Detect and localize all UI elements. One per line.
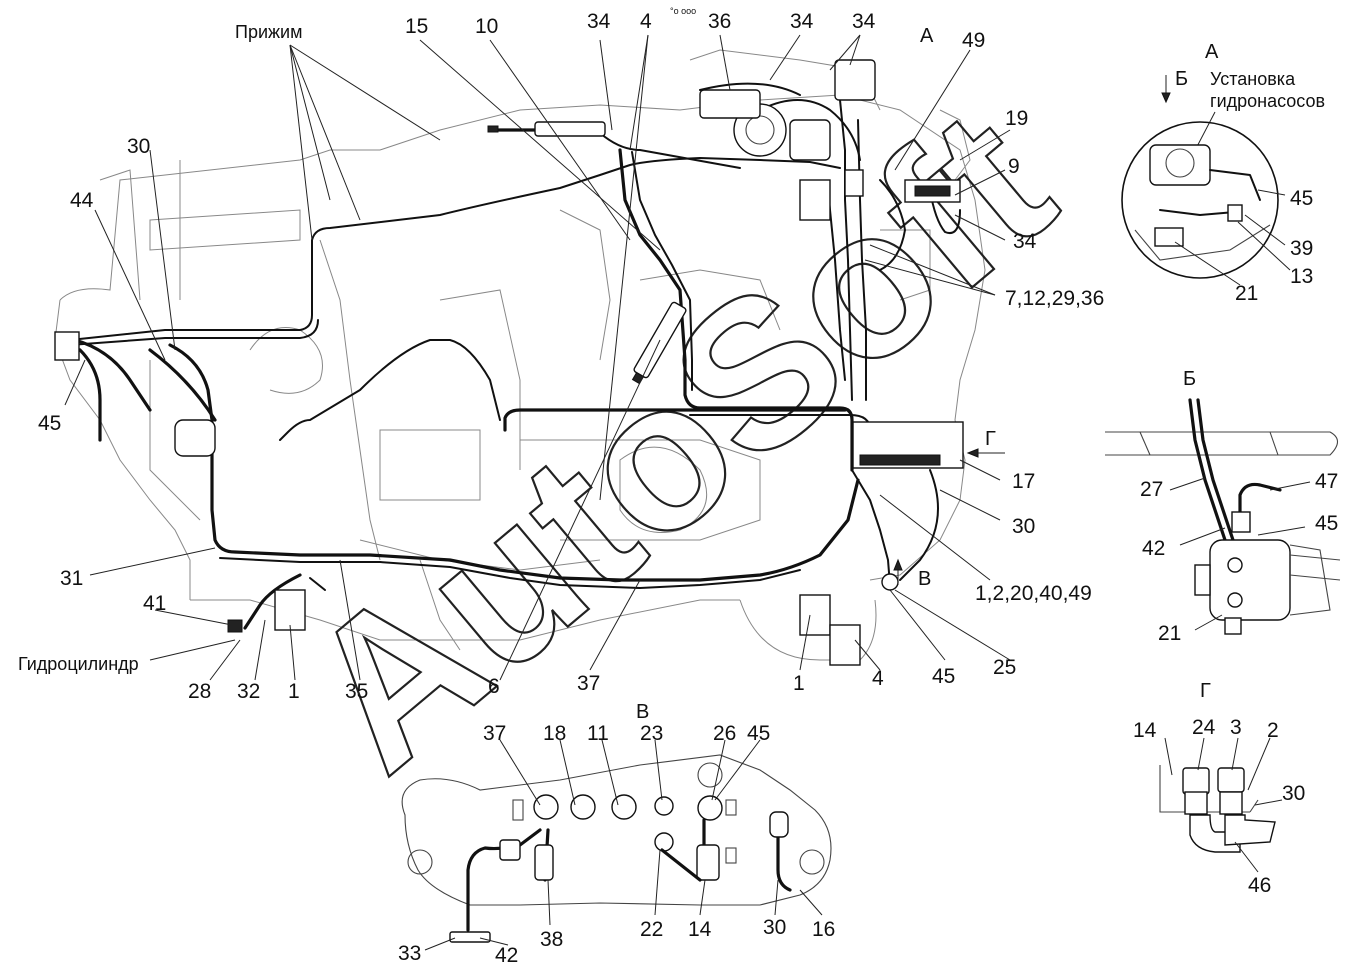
section-A-arrow-letter: Б bbox=[1175, 68, 1188, 90]
callout: 47 bbox=[1315, 470, 1338, 493]
callout: 45 bbox=[932, 665, 955, 688]
callout: 37 bbox=[577, 672, 600, 695]
callout: 24 bbox=[1192, 716, 1216, 739]
callout: 9 bbox=[1008, 155, 1020, 178]
callout: 6 bbox=[488, 675, 500, 698]
callout: 31 bbox=[60, 567, 83, 590]
callout: 41 bbox=[143, 592, 166, 615]
callout: 18 bbox=[543, 722, 566, 745]
callout: 15 bbox=[405, 15, 428, 38]
callout: 23 bbox=[640, 722, 663, 745]
chassis-ghost-outline bbox=[54, 49, 986, 661]
callout: 11 bbox=[587, 722, 609, 745]
callout: 30 bbox=[1012, 515, 1035, 538]
callout: 32 bbox=[237, 680, 260, 703]
callout: 17 bbox=[1012, 470, 1035, 493]
callout: 49 bbox=[962, 29, 985, 52]
callout: 46 bbox=[1248, 874, 1271, 897]
section-B-valve bbox=[1209, 539, 1291, 621]
bottom-left-filter bbox=[274, 589, 306, 631]
callout: 25 bbox=[993, 656, 1016, 679]
callout: 13 bbox=[1290, 265, 1313, 288]
callout: 30 bbox=[763, 916, 786, 939]
callout: 1,2,20,40,49 bbox=[975, 582, 1092, 605]
callout: 39 bbox=[1290, 237, 1313, 260]
callout: 2 bbox=[1267, 719, 1279, 742]
callout: 16 bbox=[812, 918, 835, 941]
label-cylinder: Гидроцилиндр bbox=[18, 654, 139, 674]
callout: 27 bbox=[1140, 478, 1163, 501]
callout: 44 bbox=[70, 189, 94, 212]
filter bbox=[799, 179, 831, 221]
callout: 21 bbox=[1158, 622, 1181, 645]
callout: 14 bbox=[1133, 719, 1157, 742]
callout: 21 bbox=[1235, 282, 1258, 305]
callout: 34 bbox=[1013, 230, 1037, 253]
callout: 4 bbox=[640, 10, 652, 33]
upper-cylinder bbox=[534, 121, 606, 137]
callout: 36 bbox=[708, 10, 731, 33]
callout: 33 bbox=[398, 942, 421, 965]
callout: 26 bbox=[713, 722, 736, 745]
section-B: Б 27 47 42 45 21 bbox=[1105, 368, 1341, 645]
section-G-title: Г bbox=[1200, 680, 1211, 702]
section-V: В bbox=[398, 701, 835, 967]
section-B-title: Б bbox=[1183, 368, 1196, 390]
callout: 7,12,29,36 bbox=[1005, 287, 1104, 310]
callout: 45 bbox=[1315, 512, 1338, 535]
view-mark-A: А bbox=[920, 25, 934, 47]
watermark: AutoSoft bbox=[262, 64, 1094, 816]
callout: 4 bbox=[872, 667, 884, 690]
label-pump-install-2: гидронасосов bbox=[1210, 91, 1325, 111]
label-pump-install-1: Установка bbox=[1210, 69, 1296, 89]
main-callouts: Прижим °o ooo 30 44 45 15 10 34 4 36 34 … bbox=[18, 6, 1104, 703]
callout: 30 bbox=[1282, 782, 1305, 805]
callout: 37 bbox=[483, 722, 506, 745]
callout: 34 bbox=[790, 10, 814, 33]
callout: 42 bbox=[495, 944, 518, 967]
pump-motor bbox=[699, 89, 761, 119]
view-mark-G: Г bbox=[985, 428, 996, 450]
section-A: А Б Установка гидронасосов 45 39 13 21 bbox=[1121, 41, 1325, 305]
callout: 45 bbox=[1290, 187, 1313, 210]
callout: 10 bbox=[475, 15, 498, 38]
callout: 45 bbox=[38, 412, 61, 435]
view-mark-V: В bbox=[918, 568, 931, 590]
callout: 14 bbox=[688, 918, 712, 941]
callout: 1 bbox=[288, 680, 300, 703]
watermark-text: AutoSoft bbox=[263, 65, 1093, 815]
callout: 22 bbox=[640, 918, 663, 941]
callout: 1 bbox=[793, 672, 805, 695]
section-V-title: В bbox=[636, 701, 649, 723]
callout: 28 bbox=[188, 680, 211, 703]
left-connector bbox=[54, 331, 80, 361]
label-clamp: Прижим bbox=[235, 22, 302, 42]
tiny-mark: °o ooo bbox=[670, 6, 696, 16]
callout: 3 bbox=[1230, 716, 1242, 739]
section-A-title: А bbox=[1205, 41, 1219, 63]
callout: 35 bbox=[345, 680, 368, 703]
callout: 38 bbox=[540, 928, 563, 951]
section-G: Г 14 24 3 2 30 46 bbox=[1133, 680, 1305, 897]
callout: 42 bbox=[1142, 537, 1165, 560]
callout: 19 bbox=[1005, 107, 1028, 130]
main-leaders bbox=[64, 34, 1011, 681]
callout: 45 bbox=[747, 722, 770, 745]
callout: 34 bbox=[587, 10, 611, 33]
callout: 34 bbox=[852, 10, 876, 33]
callout: 30 bbox=[127, 135, 150, 158]
components bbox=[54, 59, 964, 666]
